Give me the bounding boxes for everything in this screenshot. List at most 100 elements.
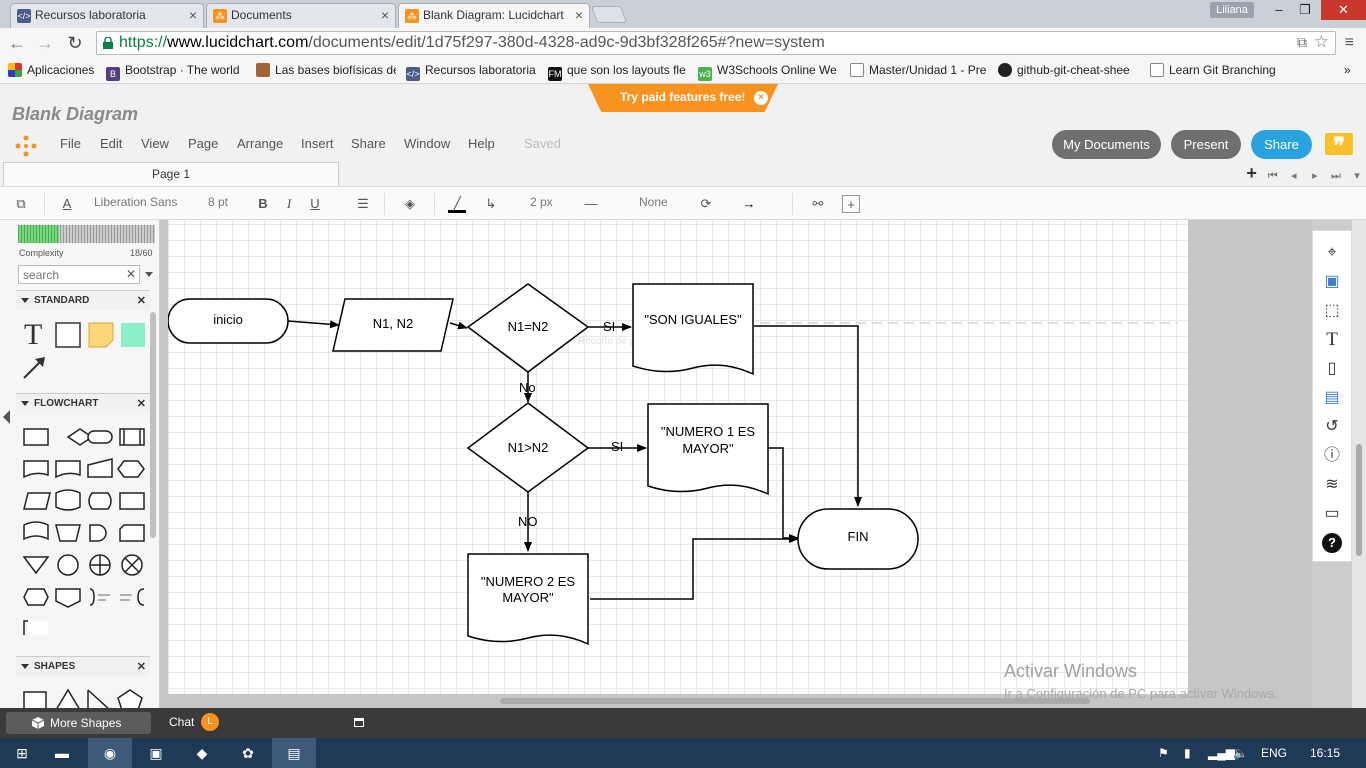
bookmark-biofisica[interactable]: Las bases biofísicas de: [256, 62, 396, 78]
page-menu-icon[interactable]: ▾: [1354, 170, 1360, 182]
crosshair-icon[interactable]: ⌖: [1327, 244, 1337, 261]
decision-n1-gt-n2[interactable]: [466, 402, 590, 493]
document-numero-2[interactable]: [467, 553, 589, 646]
connector-input-decision1[interactable]: [449, 321, 468, 330]
document-icon[interactable]: ▯: [1327, 360, 1337, 377]
close-section-icon[interactable]: ✕: [136, 398, 146, 410]
chat-avatar[interactable]: L: [201, 713, 219, 731]
horizontal-scrollbar[interactable]: [500, 698, 1090, 704]
bookmark-recursos[interactable]: </>Recursos laboratoria: [406, 63, 536, 81]
document-son-iguales[interactable]: [632, 283, 754, 376]
search-options-icon[interactable]: [145, 272, 153, 277]
section-shapes[interactable]: SHAPES✕: [16, 656, 150, 676]
line-end-select[interactable]: None: [639, 195, 668, 209]
bookmark-github[interactable]: github-git-cheat-shee: [998, 62, 1138, 78]
text-align-icon[interactable]: ☰: [357, 196, 369, 211]
info-icon[interactable]: ⓘ: [1323, 447, 1340, 464]
add-page-icon[interactable]: +: [1246, 163, 1257, 183]
app-taskbar-icon[interactable]: ▤: [272, 738, 316, 768]
bookmark-learn-git[interactable]: Learn Git Branching: [1150, 62, 1280, 78]
menu-insert[interactable]: Insert: [301, 136, 334, 151]
link-icon[interactable]: ⚯: [812, 196, 824, 211]
chrome-taskbar-icon[interactable]: ◉: [88, 738, 132, 768]
shape-search-input[interactable]: [18, 265, 140, 284]
image-icon[interactable]: ▣: [1324, 273, 1340, 290]
sublime-taskbar-icon[interactable]: ▣: [149, 745, 163, 761]
flowchart-shapes-grid[interactable]: [20, 425, 150, 635]
search-clear-icon[interactable]: ✕: [126, 267, 137, 281]
underline-button[interactable]: U: [310, 196, 320, 211]
basic-shapes-row[interactable]: [20, 686, 150, 708]
back-arrow-icon[interactable]: ←: [8, 33, 26, 53]
menu-view[interactable]: View: [141, 136, 169, 151]
section-standard[interactable]: STANDARD✕: [16, 290, 150, 310]
bookmark-star-icon[interactable]: ☆: [1313, 32, 1329, 51]
reload-icon[interactable]: ↻: [67, 33, 83, 53]
battery-icon[interactable]: ▮: [1184, 746, 1191, 760]
tab-page-1[interactable]: Page 1: [3, 162, 339, 186]
terminator-inicio[interactable]: [168, 298, 289, 344]
menu-share[interactable]: Share: [351, 136, 386, 151]
flag-icon[interactable]: ⚑: [1158, 746, 1169, 760]
browser-tab-recursos[interactable]: </> Recursos laboratoria ×: [10, 3, 204, 28]
italic-button[interactable]: I: [286, 196, 292, 211]
close-section-icon[interactable]: ✕: [136, 295, 146, 307]
chat-label[interactable]: Chat: [169, 715, 195, 729]
file-explorer-icon[interactable]: ▬: [55, 745, 69, 761]
connector-equal-fin[interactable]: [754, 325, 862, 507]
decision-n1-eq-n2[interactable]: [466, 283, 590, 373]
browser-tab-documents[interactable]: ⁂ Documents ×: [206, 3, 396, 28]
section-flowchart[interactable]: FLOWCHART✕: [16, 393, 150, 413]
text-color-icon[interactable]: A: [62, 196, 72, 211]
vertical-scrollbar[interactable]: [1356, 444, 1362, 556]
layers-icon[interactable]: ≋: [1325, 476, 1339, 493]
window-close-icon[interactable]: ✕: [1321, 0, 1366, 20]
bookmark-apps[interactable]: Aplicaciones: [8, 62, 98, 78]
close-tab-icon[interactable]: ×: [188, 7, 197, 23]
menu-arrange[interactable]: Arrange: [237, 136, 284, 151]
arrow-end-select[interactable]: →: [742, 196, 756, 211]
canvas-area[interactable]: Recorte de pantalla completa inicio N1, …: [160, 220, 1312, 708]
more-shapes-button[interactable]: More Shapes: [6, 712, 151, 734]
font-size-stepper[interactable]: 8 pt: [208, 195, 229, 209]
document-title[interactable]: Blank Diagram: [12, 104, 139, 124]
close-tab-icon[interactable]: ×: [574, 7, 583, 23]
line-color-icon[interactable]: ╱: [448, 195, 466, 213]
connector-n1-fin[interactable]: [768, 447, 799, 542]
terminator-fin[interactable]: [797, 508, 919, 570]
swap-icon[interactable]: ⟳: [700, 196, 712, 211]
last-page-icon[interactable]: ⏭: [1330, 170, 1341, 182]
bold-button[interactable]: B: [258, 196, 268, 211]
input-shape[interactable]: [332, 298, 454, 352]
promo-close-icon[interactable]: ×: [754, 91, 768, 105]
wifi-icon[interactable]: ▂▄▆: [1208, 746, 1235, 760]
feedback-quote-icon[interactable]: ❞: [1325, 133, 1353, 158]
chat-expand-icon[interactable]: [354, 718, 364, 727]
menu-help[interactable]: Help: [468, 136, 495, 151]
panel-scrollbar[interactable]: [150, 312, 156, 538]
share-button[interactable]: Share: [1251, 130, 1312, 159]
insert-shape-icon[interactable]: +: [842, 195, 860, 213]
menu-window[interactable]: Window: [404, 136, 451, 151]
text-shape-icon[interactable]: T: [24, 318, 43, 351]
rectangle-shape-icon[interactable]: [55, 322, 81, 348]
fill-color-icon[interactable]: ◈: [405, 196, 415, 211]
profile-badge[interactable]: Liliana: [1210, 2, 1254, 18]
collapse-panel-icon[interactable]: [3, 410, 10, 424]
git-taskbar-icon[interactable]: ◆: [196, 745, 208, 761]
page-settings-icon[interactable]: ⬚: [1324, 302, 1340, 319]
close-section-icon[interactable]: ✕: [136, 661, 146, 673]
promo-banner[interactable]: Try paid features free!: [588, 84, 778, 112]
language-indicator[interactable]: ENG: [1261, 746, 1288, 760]
menu-edit[interactable]: Edit: [100, 136, 123, 151]
translate-icon[interactable]: ⧉: [1297, 34, 1307, 50]
forward-arrow-icon[interactable]: →: [36, 33, 54, 53]
color-block-shape-icon[interactable]: [120, 322, 146, 348]
line-style-select[interactable]: —: [584, 196, 598, 211]
connector-inicio-input[interactable]: [287, 320, 340, 329]
prev-page-icon[interactable]: ◂: [1291, 170, 1297, 182]
next-page-icon[interactable]: ▸: [1312, 170, 1318, 182]
line-width-stepper[interactable]: 2 px: [530, 195, 553, 209]
